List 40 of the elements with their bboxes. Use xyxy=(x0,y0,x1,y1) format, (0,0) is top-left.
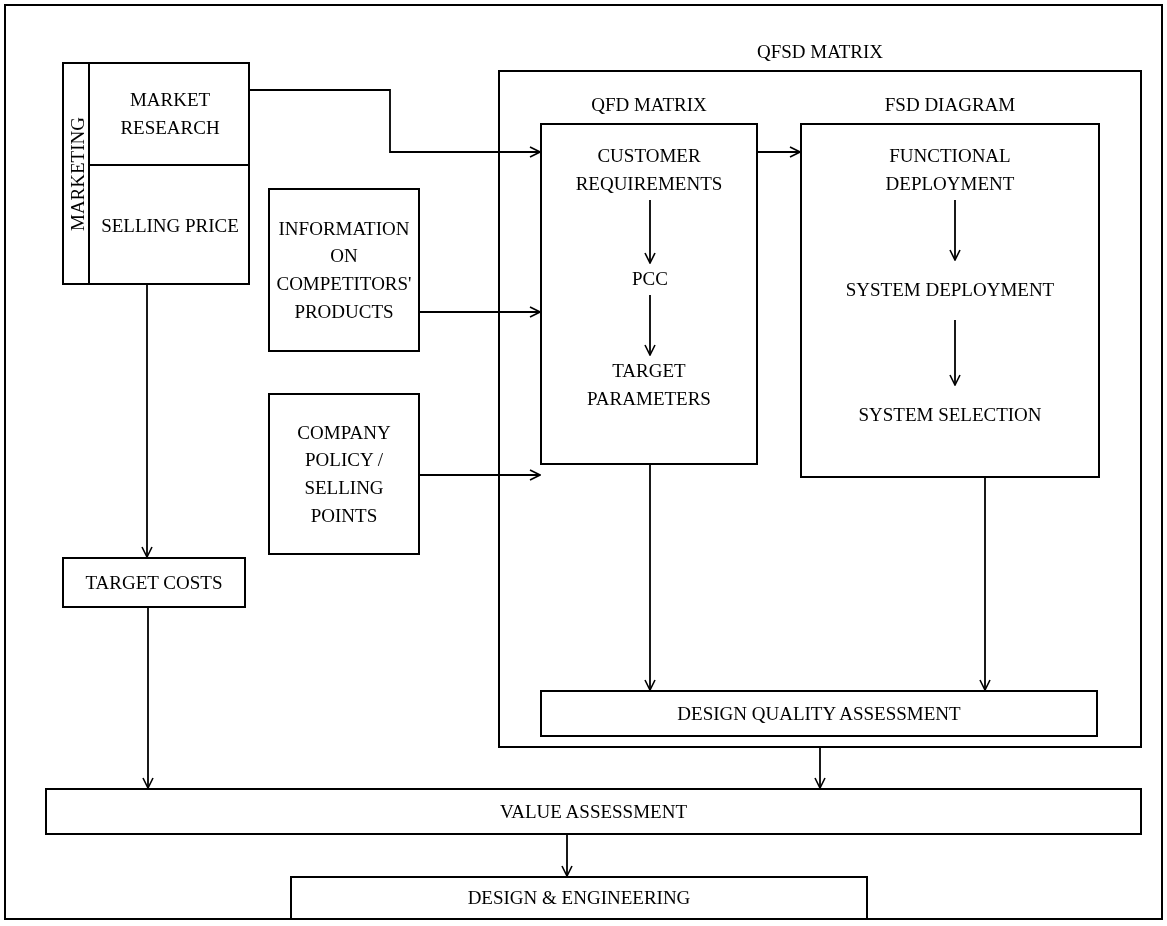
process-box xyxy=(268,393,420,555)
arrow xyxy=(419,306,541,318)
arrow xyxy=(142,607,154,789)
box-heading: QFSD MATRIX xyxy=(755,40,885,64)
cell-label: MARKET RESEARCH xyxy=(119,88,221,140)
arrow xyxy=(419,469,541,481)
step-label: FUNCTIONAL DEPLOYMENT xyxy=(840,140,1060,200)
arrow xyxy=(757,146,801,158)
arrow xyxy=(949,319,961,386)
arrow xyxy=(644,199,656,264)
arrow xyxy=(249,89,541,158)
process-box xyxy=(62,557,246,608)
step-label: CUSTOMER REQUIREMENTS xyxy=(552,140,746,200)
step-label: SYSTEM SELECTION xyxy=(840,385,1060,445)
box-label: DESIGN & ENGINEERING xyxy=(466,886,692,911)
arrow xyxy=(141,284,153,558)
step-label: TARGET PARAMETERS xyxy=(552,355,746,415)
box-heading: QFD MATRIX xyxy=(590,93,708,117)
box-label: VALUE ASSESSMENT xyxy=(498,799,689,824)
arrow xyxy=(814,747,826,789)
process-box xyxy=(45,788,1142,835)
arrow xyxy=(644,464,656,691)
box-label: DESIGN QUALITY ASSESSMENT xyxy=(676,701,962,726)
arrow xyxy=(644,294,656,356)
box-label: TARGET COSTS xyxy=(84,570,224,595)
box-label: COMPANY POLICY / SELLING POINTS xyxy=(296,420,392,528)
process-box xyxy=(540,690,1098,737)
arrow xyxy=(561,834,573,877)
arrow xyxy=(949,199,961,261)
step-label: SYSTEM DEPLOYMENT xyxy=(840,260,1060,320)
vertical-label: MARKETING xyxy=(66,116,89,234)
step-label: PCC xyxy=(610,263,690,295)
cell-label: SELLING PRICE xyxy=(100,213,240,238)
box-heading: FSD DIAGRAM xyxy=(883,93,1017,117)
process-box xyxy=(268,188,420,352)
marketing-box xyxy=(62,62,250,285)
marketing-cell xyxy=(88,164,250,285)
arrow xyxy=(979,477,991,691)
box-label: INFORMATION ON COMPETITORS' PRODUCTS xyxy=(275,216,413,324)
process-box xyxy=(290,876,868,920)
